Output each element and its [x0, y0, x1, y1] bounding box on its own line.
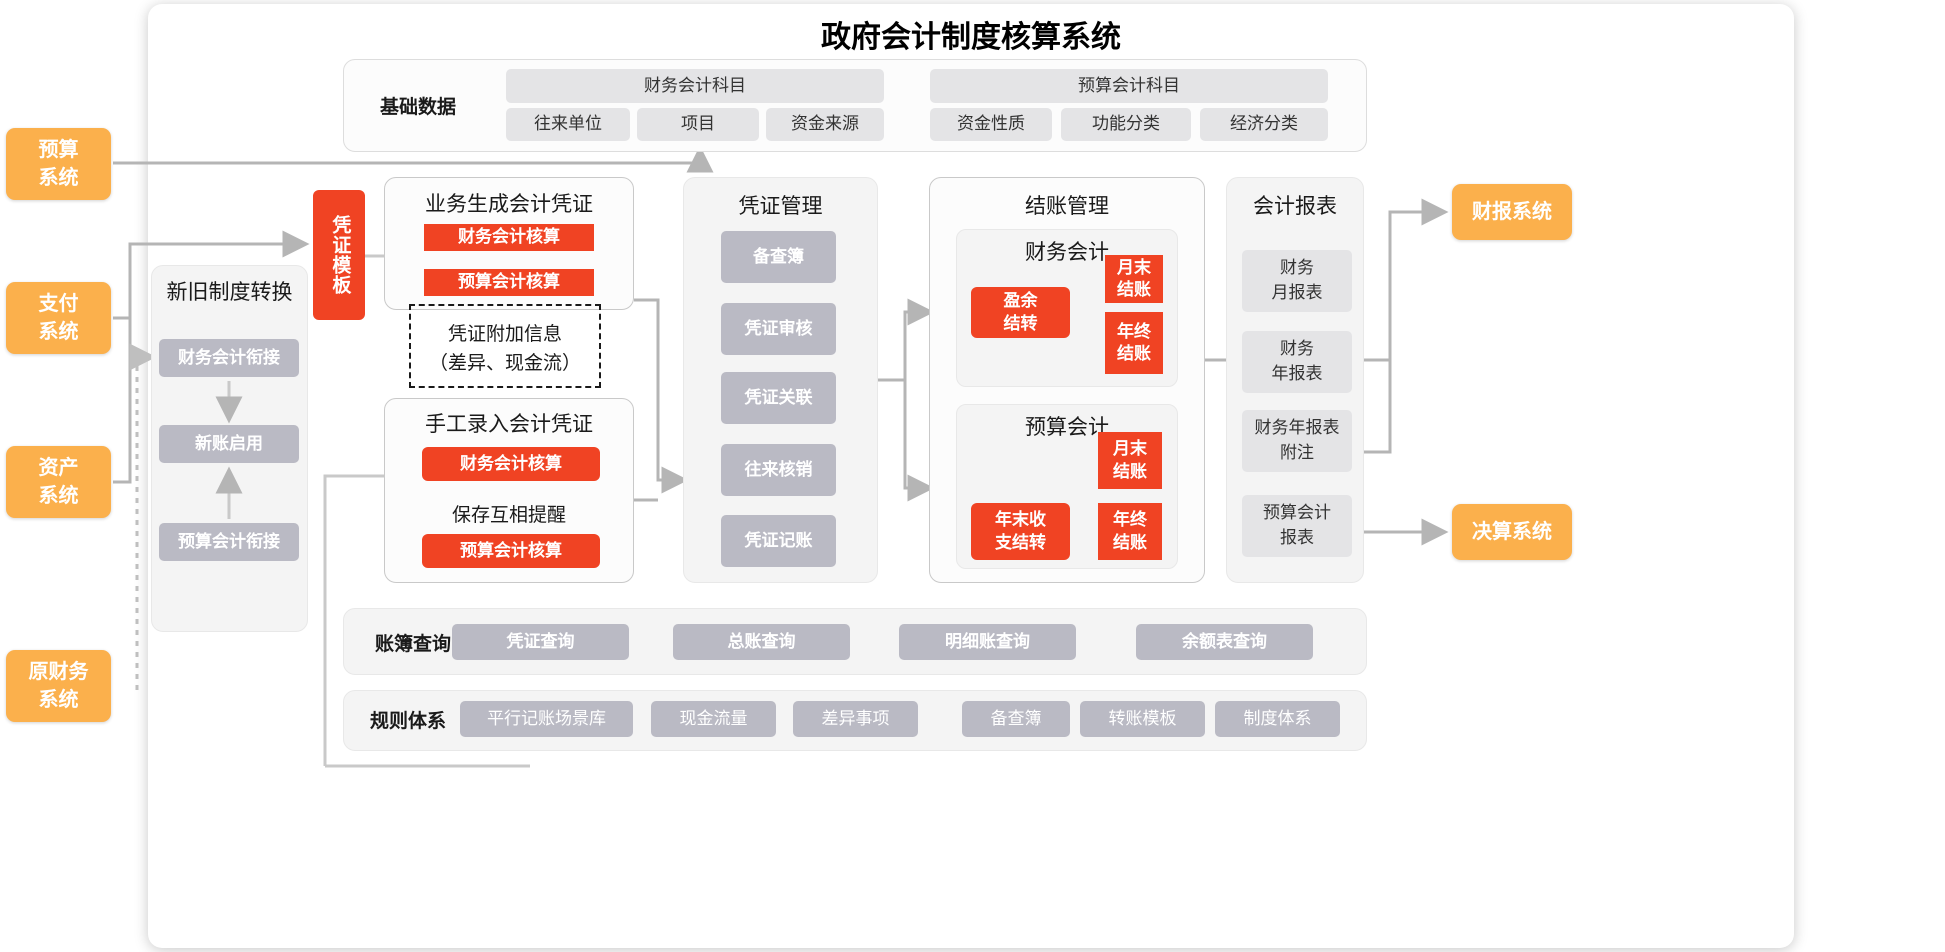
basic-data-item-1-2[interactable]: 经济分类: [1200, 108, 1328, 141]
rule-system-item-4[interactable]: 转账模板: [1080, 701, 1205, 737]
rule-system-item-3[interactable]: 备查簿: [962, 701, 1070, 737]
basic-data-group-header-1[interactable]: 预算会计科目: [930, 69, 1328, 103]
voucher-management-item-1[interactable]: 凭证审核: [721, 303, 836, 355]
conversion-item-2[interactable]: 预算会计衔接: [159, 523, 299, 561]
reports-item-2[interactable]: 财务年报表 附注: [1242, 410, 1352, 472]
closing-financial-target-0[interactable]: 月末 结账: [1105, 255, 1163, 303]
basic-data-group-header-0[interactable]: 财务会计科目: [506, 69, 884, 103]
left-system-legacy[interactable]: 原财务 系统: [6, 650, 111, 722]
closing-financial-title: 财务会计: [1025, 241, 1109, 264]
rule-system-item-2[interactable]: 差异事项: [793, 701, 918, 737]
reports-title: 会计报表: [1253, 195, 1337, 218]
voucher-management-item-3[interactable]: 往来核销: [721, 444, 836, 496]
basic-data-item-0-1[interactable]: 项目: [637, 108, 759, 141]
manual-voucher-note: 保存互相提醒: [451, 505, 566, 526]
left-system-payment-label: 支付 系统: [38, 293, 79, 343]
voucher-management-title: 凭证管理: [738, 195, 823, 218]
voucher-extra-panel: [409, 304, 601, 388]
closing-budget-source[interactable]: 年末收 支结转: [971, 503, 1070, 560]
ledger-query-item-2[interactable]: 明细账查询: [899, 624, 1076, 660]
basic-data-item-0-2[interactable]: 资金来源: [766, 108, 884, 141]
manual-voucher-title: 手工录入会计凭证: [425, 413, 593, 436]
reports-item-1[interactable]: 财务 年报表: [1242, 331, 1352, 393]
manual-voucher-item-1[interactable]: 预算会计核算: [422, 534, 600, 568]
voucher-template-box[interactable]: 凭证模板: [313, 190, 365, 320]
closing-management-title: 结账管理: [1025, 195, 1109, 218]
left-system-legacy-label: 原财务 系统: [28, 661, 89, 711]
basic-data-item-1-1[interactable]: 功能分类: [1061, 108, 1191, 141]
reports-item-3[interactable]: 预算会计 报表: [1242, 495, 1352, 557]
rule-system-label: 规则体系: [369, 710, 446, 732]
voucher-management-item-0[interactable]: 备查簿: [721, 231, 836, 283]
right-system-final-accounts-label: 决算系统: [1472, 521, 1552, 543]
closing-budget-title: 预算会计: [1025, 416, 1109, 439]
basic-data-item-0-0[interactable]: 往来单位: [506, 108, 630, 141]
voucher-management-item-2[interactable]: 凭证关联: [721, 372, 836, 424]
basic-data-item-1-0[interactable]: 资金性质: [930, 108, 1052, 141]
voucher-extra-line-0: 凭证附加信息: [447, 324, 562, 345]
left-system-payment[interactable]: 支付 系统: [6, 282, 111, 354]
conversion-title: 新旧制度转换: [166, 281, 293, 304]
right-system-financial-report[interactable]: 财报系统: [1452, 184, 1572, 240]
voucher-template-label: 凭证模板: [329, 215, 351, 295]
conversion-item-0[interactable]: 财务会计衔接: [159, 339, 299, 377]
right-system-final-accounts[interactable]: 决算系统: [1452, 504, 1572, 560]
rule-system-item-5[interactable]: 制度体系: [1215, 701, 1340, 737]
rule-system-item-0[interactable]: 平行记账场景库: [460, 701, 633, 737]
ledger-query-item-3[interactable]: 余额表查询: [1136, 624, 1313, 660]
ledger-query-item-1[interactable]: 总账查询: [673, 624, 850, 660]
business-voucher-item-0[interactable]: 财务会计核算: [424, 224, 594, 251]
conversion-item-1[interactable]: 新账启用: [159, 425, 299, 463]
left-system-asset-label: 资产 系统: [38, 457, 79, 507]
rule-system-item-1[interactable]: 现金流量: [651, 701, 776, 737]
basic-data-label: 基础数据: [379, 96, 456, 118]
left-system-budget[interactable]: 预算 系统: [6, 128, 111, 200]
closing-financial-target-1[interactable]: 年终 结账: [1105, 312, 1163, 374]
ledger-query-label: 账簿查询: [374, 633, 451, 655]
business-voucher-title: 业务生成会计凭证: [425, 193, 593, 216]
reports-item-0[interactable]: 财务 月报表: [1242, 250, 1352, 312]
left-system-budget-label: 预算 系统: [38, 139, 79, 189]
right-system-financial-report-label: 财报系统: [1472, 201, 1552, 223]
closing-financial-source[interactable]: 盈余 结转: [971, 287, 1070, 338]
left-system-asset[interactable]: 资产 系统: [6, 446, 111, 518]
closing-budget-target-0[interactable]: 月末 结账: [1098, 432, 1162, 489]
voucher-extra-line-1: （差异、现金流）: [428, 353, 581, 374]
business-voucher-item-1[interactable]: 预算会计核算: [424, 269, 594, 296]
manual-voucher-item-0[interactable]: 财务会计核算: [422, 447, 600, 481]
closing-budget-target-1[interactable]: 年终 结账: [1098, 503, 1162, 560]
voucher-management-item-4[interactable]: 凭证记账: [721, 515, 836, 567]
page-title: 政府会计制度核算系统: [821, 21, 1121, 54]
ledger-query-item-0[interactable]: 凭证查询: [452, 624, 629, 660]
